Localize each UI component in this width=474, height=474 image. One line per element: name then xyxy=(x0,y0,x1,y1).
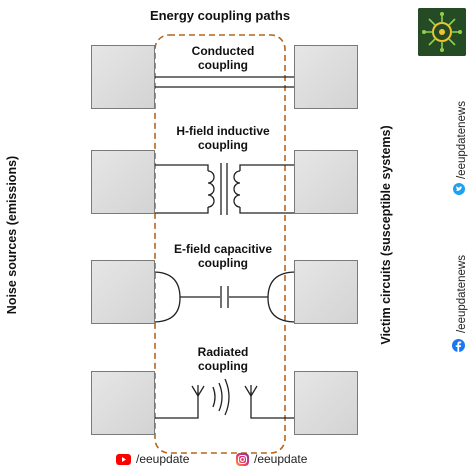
twitter-handle[interactable]: /eeupdatenews xyxy=(456,101,468,180)
victim-circuit-box-1 xyxy=(294,45,358,109)
noise-source-box-1 xyxy=(91,45,155,109)
noise-source-box-4 xyxy=(91,371,155,435)
facebook-handle[interactable]: /eeupdatenews xyxy=(456,255,468,334)
capacitive-coupling-capacitor xyxy=(152,271,297,323)
conducted-coupling-wires xyxy=(153,76,296,88)
victim-circuit-box-4 xyxy=(294,371,358,435)
twitter-icon[interactable] xyxy=(453,183,465,195)
coupling-region-border xyxy=(154,34,286,454)
victim-circuits-side-label: Victim circuits (susceptible systems) xyxy=(379,125,393,345)
noise-source-box-2 xyxy=(91,150,155,214)
diagram-title: Energy coupling paths xyxy=(149,8,291,23)
noise-sources-side-label: Noise sources (emissions) xyxy=(5,155,19,315)
logo-icon xyxy=(418,8,466,56)
instagram-link[interactable]: /eeupdate xyxy=(236,452,307,466)
inductive-coupling-transformer xyxy=(153,163,296,215)
noise-source-box-3 xyxy=(91,260,155,324)
victim-circuit-box-2 xyxy=(294,150,358,214)
youtube-link[interactable]: /eeupdate xyxy=(116,452,189,466)
instagram-icon xyxy=(236,452,249,466)
victim-circuit-box-3 xyxy=(294,260,358,324)
youtube-icon xyxy=(116,453,131,465)
facebook-icon[interactable] xyxy=(452,339,465,352)
radiated-coupling-antennas xyxy=(153,378,296,419)
